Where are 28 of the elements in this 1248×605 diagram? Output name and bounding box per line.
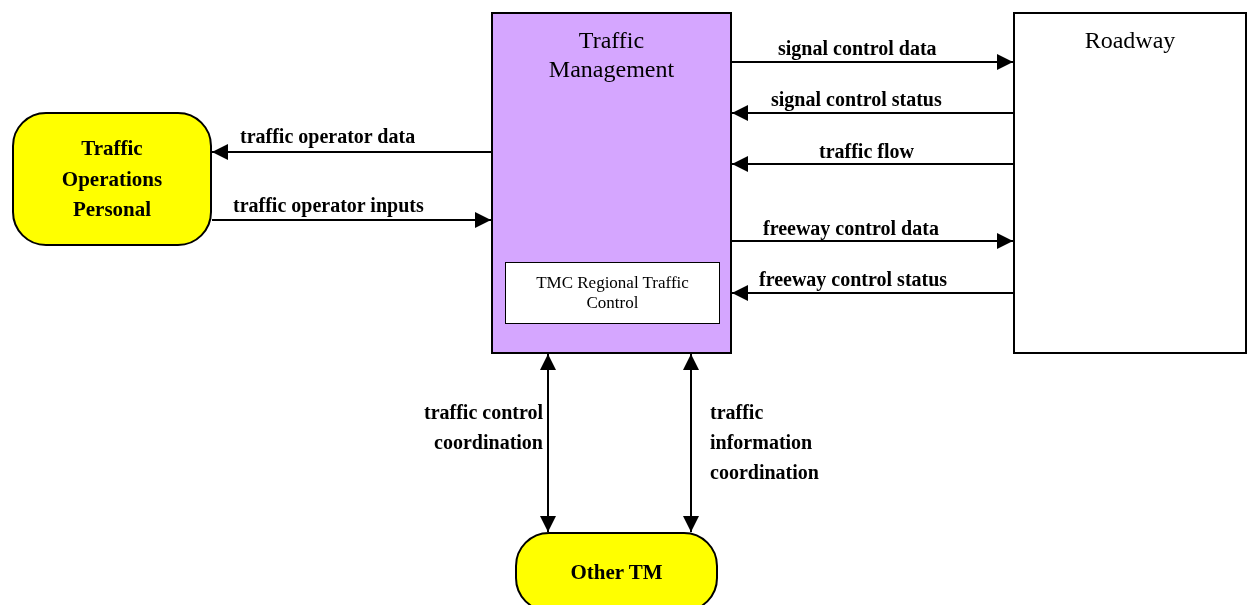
edge-label: traffic operator inputs [233,193,424,219]
edge-label: traffic operator data [240,124,416,150]
edge-label: traffic flow [819,139,914,164]
arrow [731,54,1014,70]
process-box [491,12,732,354]
edge-label: freeway control data [763,216,939,242]
edge-label: traffic control coordination [422,400,543,455]
node-label: Traffic Operations Personal [60,135,164,224]
arrow [540,353,556,533]
arrow [731,105,1014,121]
arrow [211,144,492,160]
edge-label: freeway control status [759,267,948,293]
subsystem-box [505,262,720,324]
node-label: Roadway [1084,26,1176,55]
node-label: TMC Regional Traffic Control [535,272,690,314]
arrow [211,212,492,228]
arrow [731,156,1014,172]
edge-label: traffic information coordination [710,400,820,485]
terminator-box [12,112,212,246]
arrow [683,353,699,533]
arrow [731,233,1014,249]
node-label: Traffic Management [547,26,676,84]
external-box [1013,12,1247,354]
edge-label: signal control data [778,36,937,62]
terminator-box [515,532,718,605]
node-label: Other TM [569,558,664,586]
arrow [731,285,1014,301]
edge-label: signal control status [771,87,942,113]
